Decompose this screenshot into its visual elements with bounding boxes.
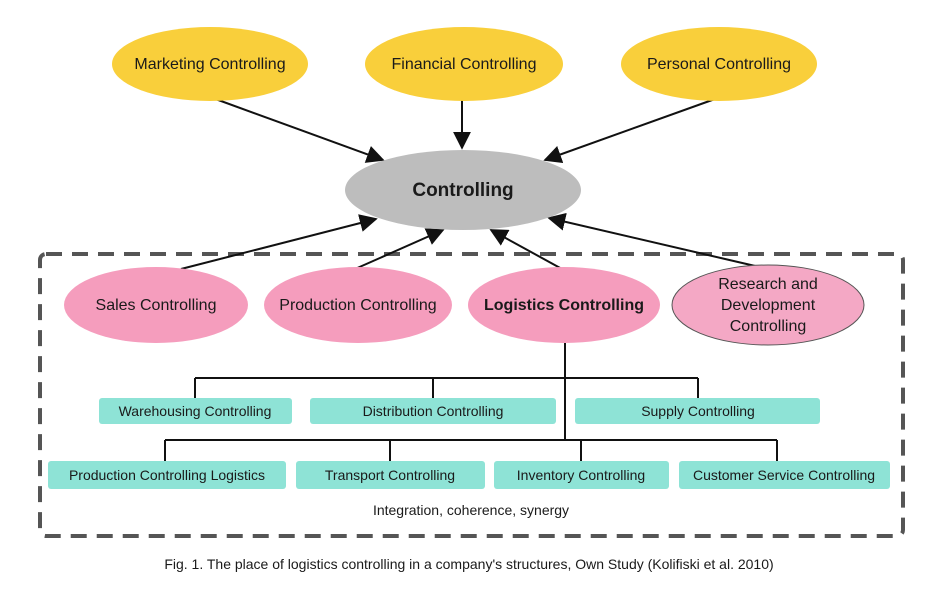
sales-controlling-node: Sales Controlling xyxy=(64,267,248,343)
inventory-controlling-box: Inventory Controlling xyxy=(494,461,669,489)
customer-service-controlling-box: Customer Service Controlling xyxy=(679,461,890,489)
arrow-logistics-to-controlling xyxy=(489,229,563,270)
tree-connectors xyxy=(164,343,778,461)
financial-controlling-node: Financial Controlling xyxy=(365,27,563,101)
inventory-controlling-label: Inventory Controlling xyxy=(517,467,645,483)
arrow-personal-to-controlling xyxy=(543,98,716,163)
logistics-controlling-label: Logistics Controlling xyxy=(484,297,644,314)
marketing-controlling-node: Marketing Controlling xyxy=(112,27,308,101)
rd-controlling-node: Research and Development Controlling xyxy=(671,264,865,346)
marketing-controlling-label: Marketing Controlling xyxy=(134,56,285,73)
transport-controlling-box: Transport Controlling xyxy=(296,461,485,489)
rd-label-line-1: Research and xyxy=(718,276,818,293)
production-controlling-label: Production Controlling xyxy=(279,297,436,314)
customer-service-controlling-label: Customer Service Controlling xyxy=(693,467,875,483)
production-controlling-logistics-label: Production Controlling Logistics xyxy=(69,467,265,483)
figure-caption: Fig. 1. The place of logistics controlli… xyxy=(164,556,774,572)
production-controlling-logistics-box: Production Controlling Logistics xyxy=(48,461,286,489)
controlling-label: Controlling xyxy=(412,180,513,201)
production-controlling-node: Production Controlling xyxy=(264,267,452,343)
arrow-rd-to-controlling xyxy=(547,212,769,270)
integration-label: Integration, coherence, synergy xyxy=(373,502,569,518)
warehousing-controlling-label: Warehousing Controlling xyxy=(119,403,272,419)
personal-controlling-node: Personal Controlling xyxy=(621,27,817,101)
financial-controlling-label: Financial Controlling xyxy=(392,56,537,73)
transport-controlling-label: Transport Controlling xyxy=(325,467,455,483)
personal-controlling-label: Personal Controlling xyxy=(647,56,791,73)
arrow-production-to-controlling xyxy=(354,228,445,270)
distribution-controlling-box: Distribution Controlling xyxy=(310,398,556,424)
distribution-controlling-label: Distribution Controlling xyxy=(363,403,504,419)
arrow-sales-to-controlling xyxy=(180,214,378,270)
rd-label-line-3: Controlling xyxy=(730,318,806,335)
warehousing-controlling-box: Warehousing Controlling xyxy=(99,398,292,424)
logistics-controlling-node: Logistics Controlling xyxy=(468,267,660,343)
controlling-node: Controlling xyxy=(345,150,581,230)
supply-controlling-box: Supply Controlling xyxy=(575,398,820,424)
arrow-marketing-to-controlling xyxy=(209,96,385,163)
supply-controlling-label: Supply Controlling xyxy=(641,403,755,419)
rd-label-line-2: Development xyxy=(721,297,816,314)
integration-boundary xyxy=(38,252,905,538)
sales-controlling-label: Sales Controlling xyxy=(96,297,217,314)
